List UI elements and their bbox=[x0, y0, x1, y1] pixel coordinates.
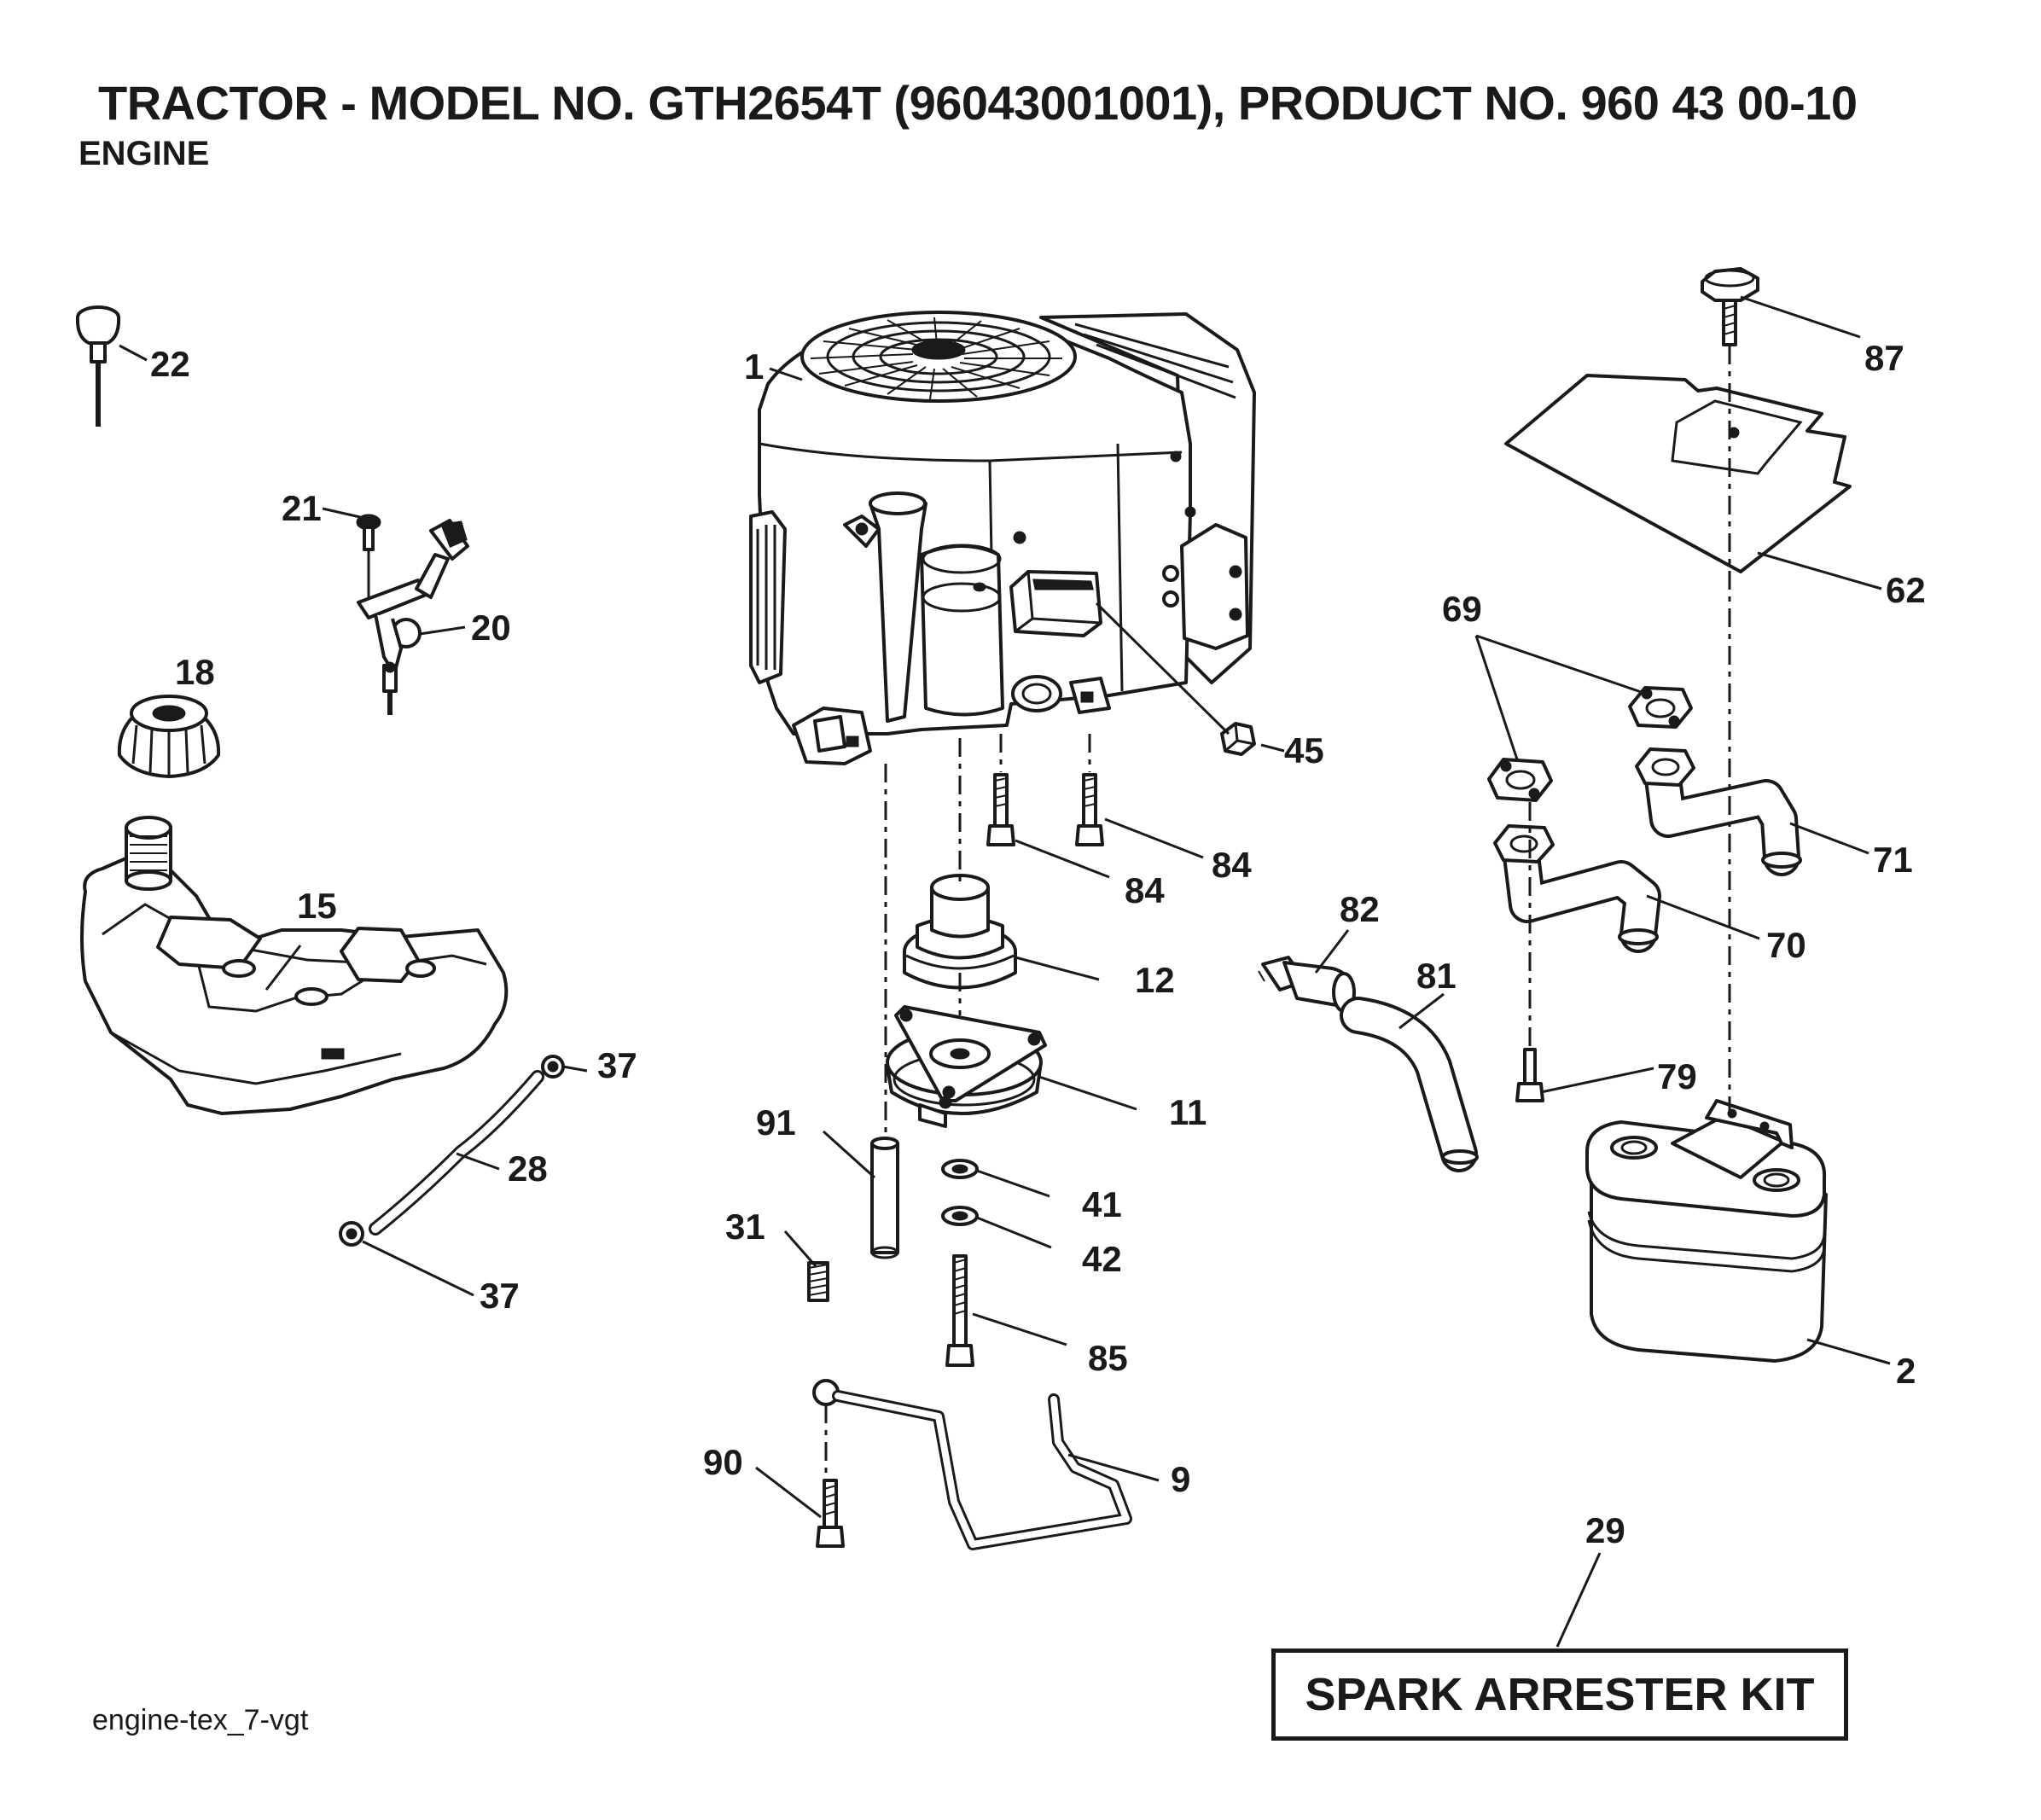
part-28-fuel-line bbox=[369, 1070, 544, 1236]
callout-87: 87 bbox=[1864, 338, 1904, 378]
callout-62: 62 bbox=[1886, 570, 1926, 610]
callout-90: 90 bbox=[703, 1442, 743, 1482]
part-69-gasket-right bbox=[1628, 686, 1693, 729]
part-21-screw bbox=[356, 514, 381, 597]
callout-9: 9 bbox=[1171, 1459, 1190, 1499]
part-87-knob bbox=[1701, 267, 1759, 346]
part-12-pulley bbox=[903, 874, 1017, 990]
part-70-exhaust-pipe bbox=[1493, 824, 1661, 953]
callout-11: 11 bbox=[1169, 1092, 1207, 1132]
part-90-bolt bbox=[816, 1479, 845, 1548]
part-71-exhaust-pipe bbox=[1635, 747, 1802, 876]
callout-45: 45 bbox=[1284, 730, 1324, 770]
part-69-gasket-left bbox=[1487, 758, 1553, 802]
callout-69: 69 bbox=[1442, 589, 1482, 629]
part-91-spacer bbox=[870, 1137, 899, 1259]
callout-41: 41 bbox=[1082, 1184, 1122, 1224]
callout-71: 71 bbox=[1873, 840, 1913, 880]
callout-21: 21 bbox=[282, 488, 322, 528]
callout-29: 29 bbox=[1585, 1510, 1625, 1550]
callout-28: 28 bbox=[508, 1148, 548, 1189]
callout-84-right: 84 bbox=[1212, 845, 1252, 885]
callout-70: 70 bbox=[1766, 925, 1806, 965]
part-41-washer bbox=[941, 1159, 979, 1179]
part-37-clamp-lower bbox=[339, 1221, 364, 1247]
part-62-heat-shield bbox=[1504, 374, 1852, 573]
part-42-washer bbox=[941, 1206, 979, 1226]
part-20-throttle-control bbox=[357, 519, 469, 715]
callout-22: 22 bbox=[150, 344, 190, 384]
page-subtitle: ENGINE bbox=[78, 135, 210, 172]
callout-31: 31 bbox=[725, 1207, 765, 1247]
page-title: TRACTOR - MODEL NO. GTH2654T (9604300100… bbox=[98, 76, 1858, 130]
callout-79: 79 bbox=[1657, 1056, 1697, 1096]
part-2-muffler bbox=[1585, 1099, 1828, 1363]
callout-84-left: 84 bbox=[1125, 870, 1165, 910]
part-84-bolt-right bbox=[1075, 773, 1104, 846]
part-81-hose bbox=[1340, 997, 1479, 1172]
callout-85: 85 bbox=[1088, 1338, 1128, 1378]
callout-1: 1 bbox=[744, 346, 764, 387]
callout-leader-lines bbox=[119, 295, 1891, 1648]
callout-15: 15 bbox=[297, 886, 337, 926]
callout-81: 81 bbox=[1416, 956, 1457, 996]
callout-2: 2 bbox=[1896, 1351, 1916, 1391]
part-11-pto-clutch bbox=[886, 1005, 1047, 1128]
part-82-fitting bbox=[1258, 956, 1356, 1013]
part-84-bolt-left bbox=[986, 773, 1015, 846]
callout-18: 18 bbox=[175, 652, 215, 692]
spark-arrester-kit-label: SPARK ARRESTER KIT bbox=[1305, 1669, 1815, 1720]
drawing-code: engine-tex_7-vgt bbox=[92, 1704, 309, 1736]
callout-20: 20 bbox=[471, 608, 511, 648]
part-15-fuel-tank bbox=[80, 816, 509, 1115]
part-18-fuel-cap bbox=[117, 695, 221, 778]
callout-37-lower: 37 bbox=[480, 1276, 520, 1316]
callout-labels: 1 2 9 11 12 15 18 20 21 22 28 29 31 37 3… bbox=[150, 338, 1926, 1550]
callout-37-upper: 37 bbox=[597, 1045, 637, 1085]
callout-12: 12 bbox=[1135, 960, 1175, 1000]
part-37-clamp-upper bbox=[541, 1055, 565, 1079]
part-1-engine bbox=[749, 311, 1256, 765]
callout-42: 42 bbox=[1082, 1239, 1122, 1279]
callout-91: 91 bbox=[756, 1102, 796, 1143]
part-9-belt-guide bbox=[812, 1379, 1132, 1550]
part-45-nut bbox=[1220, 722, 1256, 756]
part-31-spring bbox=[807, 1261, 829, 1302]
spark-arrester-kit-box: SPARK ARRESTER KIT bbox=[1271, 1648, 1848, 1741]
part-79-screw bbox=[1515, 1048, 1544, 1102]
assembly-guide-lines bbox=[96, 346, 1731, 1479]
part-85-bolt bbox=[945, 1254, 974, 1367]
callout-82: 82 bbox=[1340, 889, 1380, 929]
